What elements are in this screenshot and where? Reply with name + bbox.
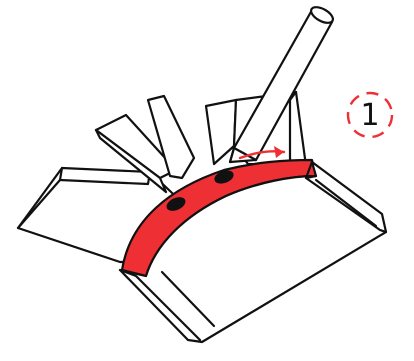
step-number: 1 <box>346 92 394 138</box>
